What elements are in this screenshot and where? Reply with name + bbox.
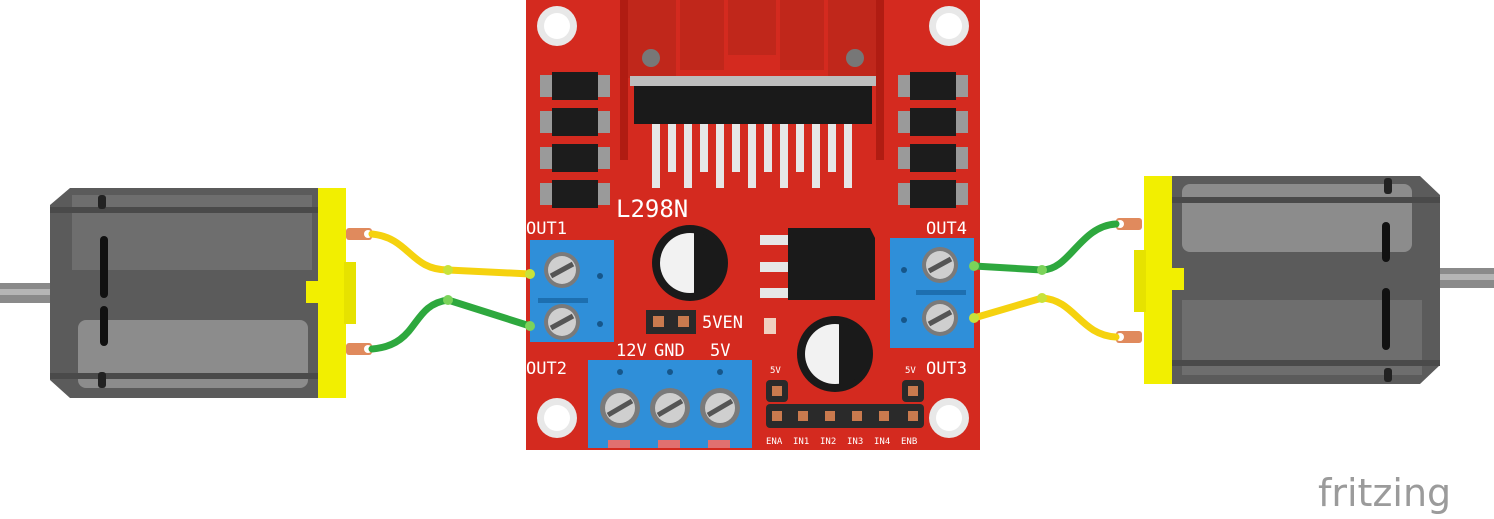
wire-green-left bbox=[368, 296, 534, 353]
out1-label: OUT1 bbox=[526, 219, 567, 239]
jumper-5ven-label: 5VEN bbox=[702, 313, 743, 333]
power-terminal bbox=[588, 360, 752, 448]
terminal-out1-out2 bbox=[530, 240, 614, 342]
wire-yellow-right bbox=[970, 294, 1120, 341]
diodes-right bbox=[898, 72, 968, 208]
mounting-holes bbox=[537, 6, 969, 438]
pin-in1-label: IN1 bbox=[793, 437, 809, 447]
pin-ena-label: ENA bbox=[766, 437, 783, 447]
l298n-chip bbox=[634, 86, 872, 188]
wires bbox=[368, 220, 1120, 353]
pin-enb-label: ENB bbox=[901, 437, 917, 447]
capacitor-small bbox=[797, 316, 873, 392]
voltage-regulator bbox=[760, 228, 875, 300]
power-gnd-label: GND bbox=[654, 341, 685, 361]
out2-label: OUT2 bbox=[526, 359, 567, 379]
header-5v-left-label: 5V bbox=[770, 366, 781, 376]
led bbox=[764, 318, 776, 334]
jumper-5ven: 5VEN bbox=[646, 310, 743, 334]
power-5v-label: 5V bbox=[710, 341, 730, 361]
out4-label: OUT4 bbox=[926, 219, 967, 239]
terminal-out3-out4 bbox=[890, 238, 974, 348]
l298n-board: L298N 5VEN bbox=[526, 0, 980, 450]
diodes-left bbox=[540, 72, 610, 208]
capacitor-large bbox=[652, 225, 728, 301]
right-motor bbox=[1116, 176, 1494, 384]
heatsink bbox=[620, 0, 884, 160]
fritzing-logo: fritzing bbox=[1318, 471, 1451, 515]
control-header: 5V 5V ENA IN1 IN2 IN3 IN4 ENB bbox=[766, 366, 924, 447]
left-motor bbox=[0, 188, 372, 398]
power-12v-label: 12V bbox=[616, 341, 647, 361]
pin-in4-label: IN4 bbox=[874, 437, 890, 447]
out3-label: OUT3 bbox=[926, 359, 967, 379]
pin-in3-label: IN3 bbox=[847, 437, 863, 447]
header-5v-right-label: 5V bbox=[905, 366, 916, 376]
pin-in2-label: IN2 bbox=[820, 437, 836, 447]
chip-label: L298N bbox=[616, 195, 688, 223]
wire-green-right bbox=[970, 220, 1120, 274]
